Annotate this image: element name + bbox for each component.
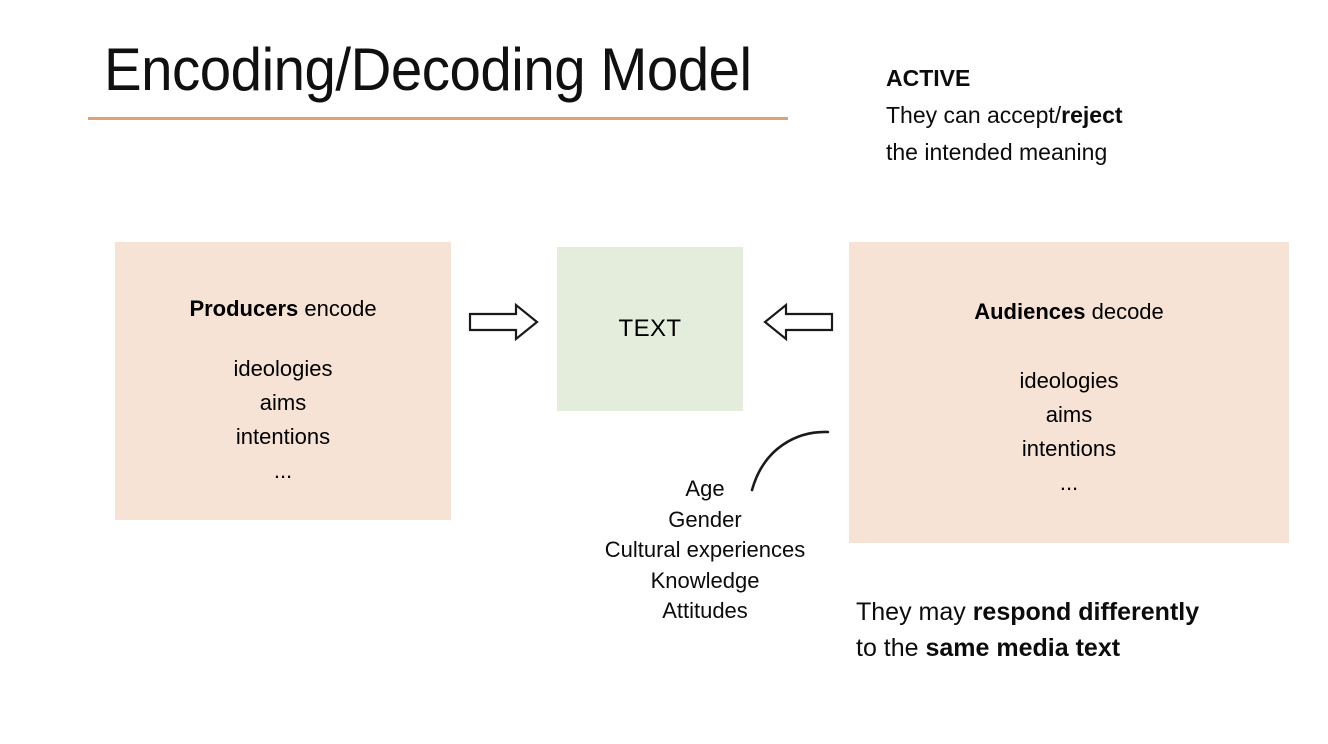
respond-note-line-2: to the same media text [856,630,1306,666]
producers-heading: Producers encode [115,295,451,323]
audiences-heading: Audiences decode [849,298,1289,326]
list-item: Age [685,476,725,501]
list-item: ideologies [233,356,333,381]
active-note-line2-bold: reject [1061,102,1123,128]
active-note-line2-pre: They can accept/ [886,102,1062,128]
respond-note-line1-bold: respond differently [972,598,1200,626]
text-box: TEXT [557,247,743,411]
list-item: aims [1045,402,1093,427]
active-note-line-3: the intended meaning [886,139,1108,165]
list-item: Cultural experiences [604,537,806,562]
list-item: ... [1059,470,1079,495]
curved-connector-line [750,430,830,492]
active-note-heading: ACTIVE [886,65,971,91]
producers-item-list: ideologies aims intentions ... [115,352,451,488]
audiences-box: Audiences decode ideologies aims intenti… [849,242,1289,543]
list-item: ... [273,458,293,483]
respond-differently-note: They may respond differently to the same… [856,594,1306,666]
arrow-left-icon [763,302,834,342]
page-title: Encoding/Decoding Model [104,36,752,103]
arrow-right-icon [468,302,539,342]
audience-factors-list: Age Gender Cultural experiences Knowledg… [560,474,850,627]
audiences-heading-bold: Audiences [974,299,1086,324]
respond-note-line-1: They may respond differently [856,594,1306,630]
respond-note-line2-pre: to the [856,634,926,662]
list-item: ideologies [1019,368,1119,393]
respond-note-line2-bold: same media text [925,634,1121,662]
list-item: Attitudes [662,598,748,623]
producers-heading-rest: encode [298,296,377,321]
active-audience-note: ACTIVE They can accept/reject the intend… [886,60,1286,171]
title-underline-divider [88,117,788,120]
audiences-heading-rest: decode [1085,299,1164,324]
audiences-item-list: ideologies aims intentions ... [849,364,1289,500]
list-item: Knowledge [650,567,760,593]
active-note-line-2: They can accept/reject [886,97,1286,134]
list-item: intentions [1021,436,1117,461]
list-item: Gender [668,506,742,532]
text-box-label: TEXT [618,315,682,342]
list-item: aims [259,390,307,415]
producers-box: Producers encode ideologies aims intenti… [115,242,451,520]
list-item: intentions [235,424,331,449]
respond-note-line1-pre: They may [856,598,973,626]
producers-heading-bold: Producers [189,296,299,321]
